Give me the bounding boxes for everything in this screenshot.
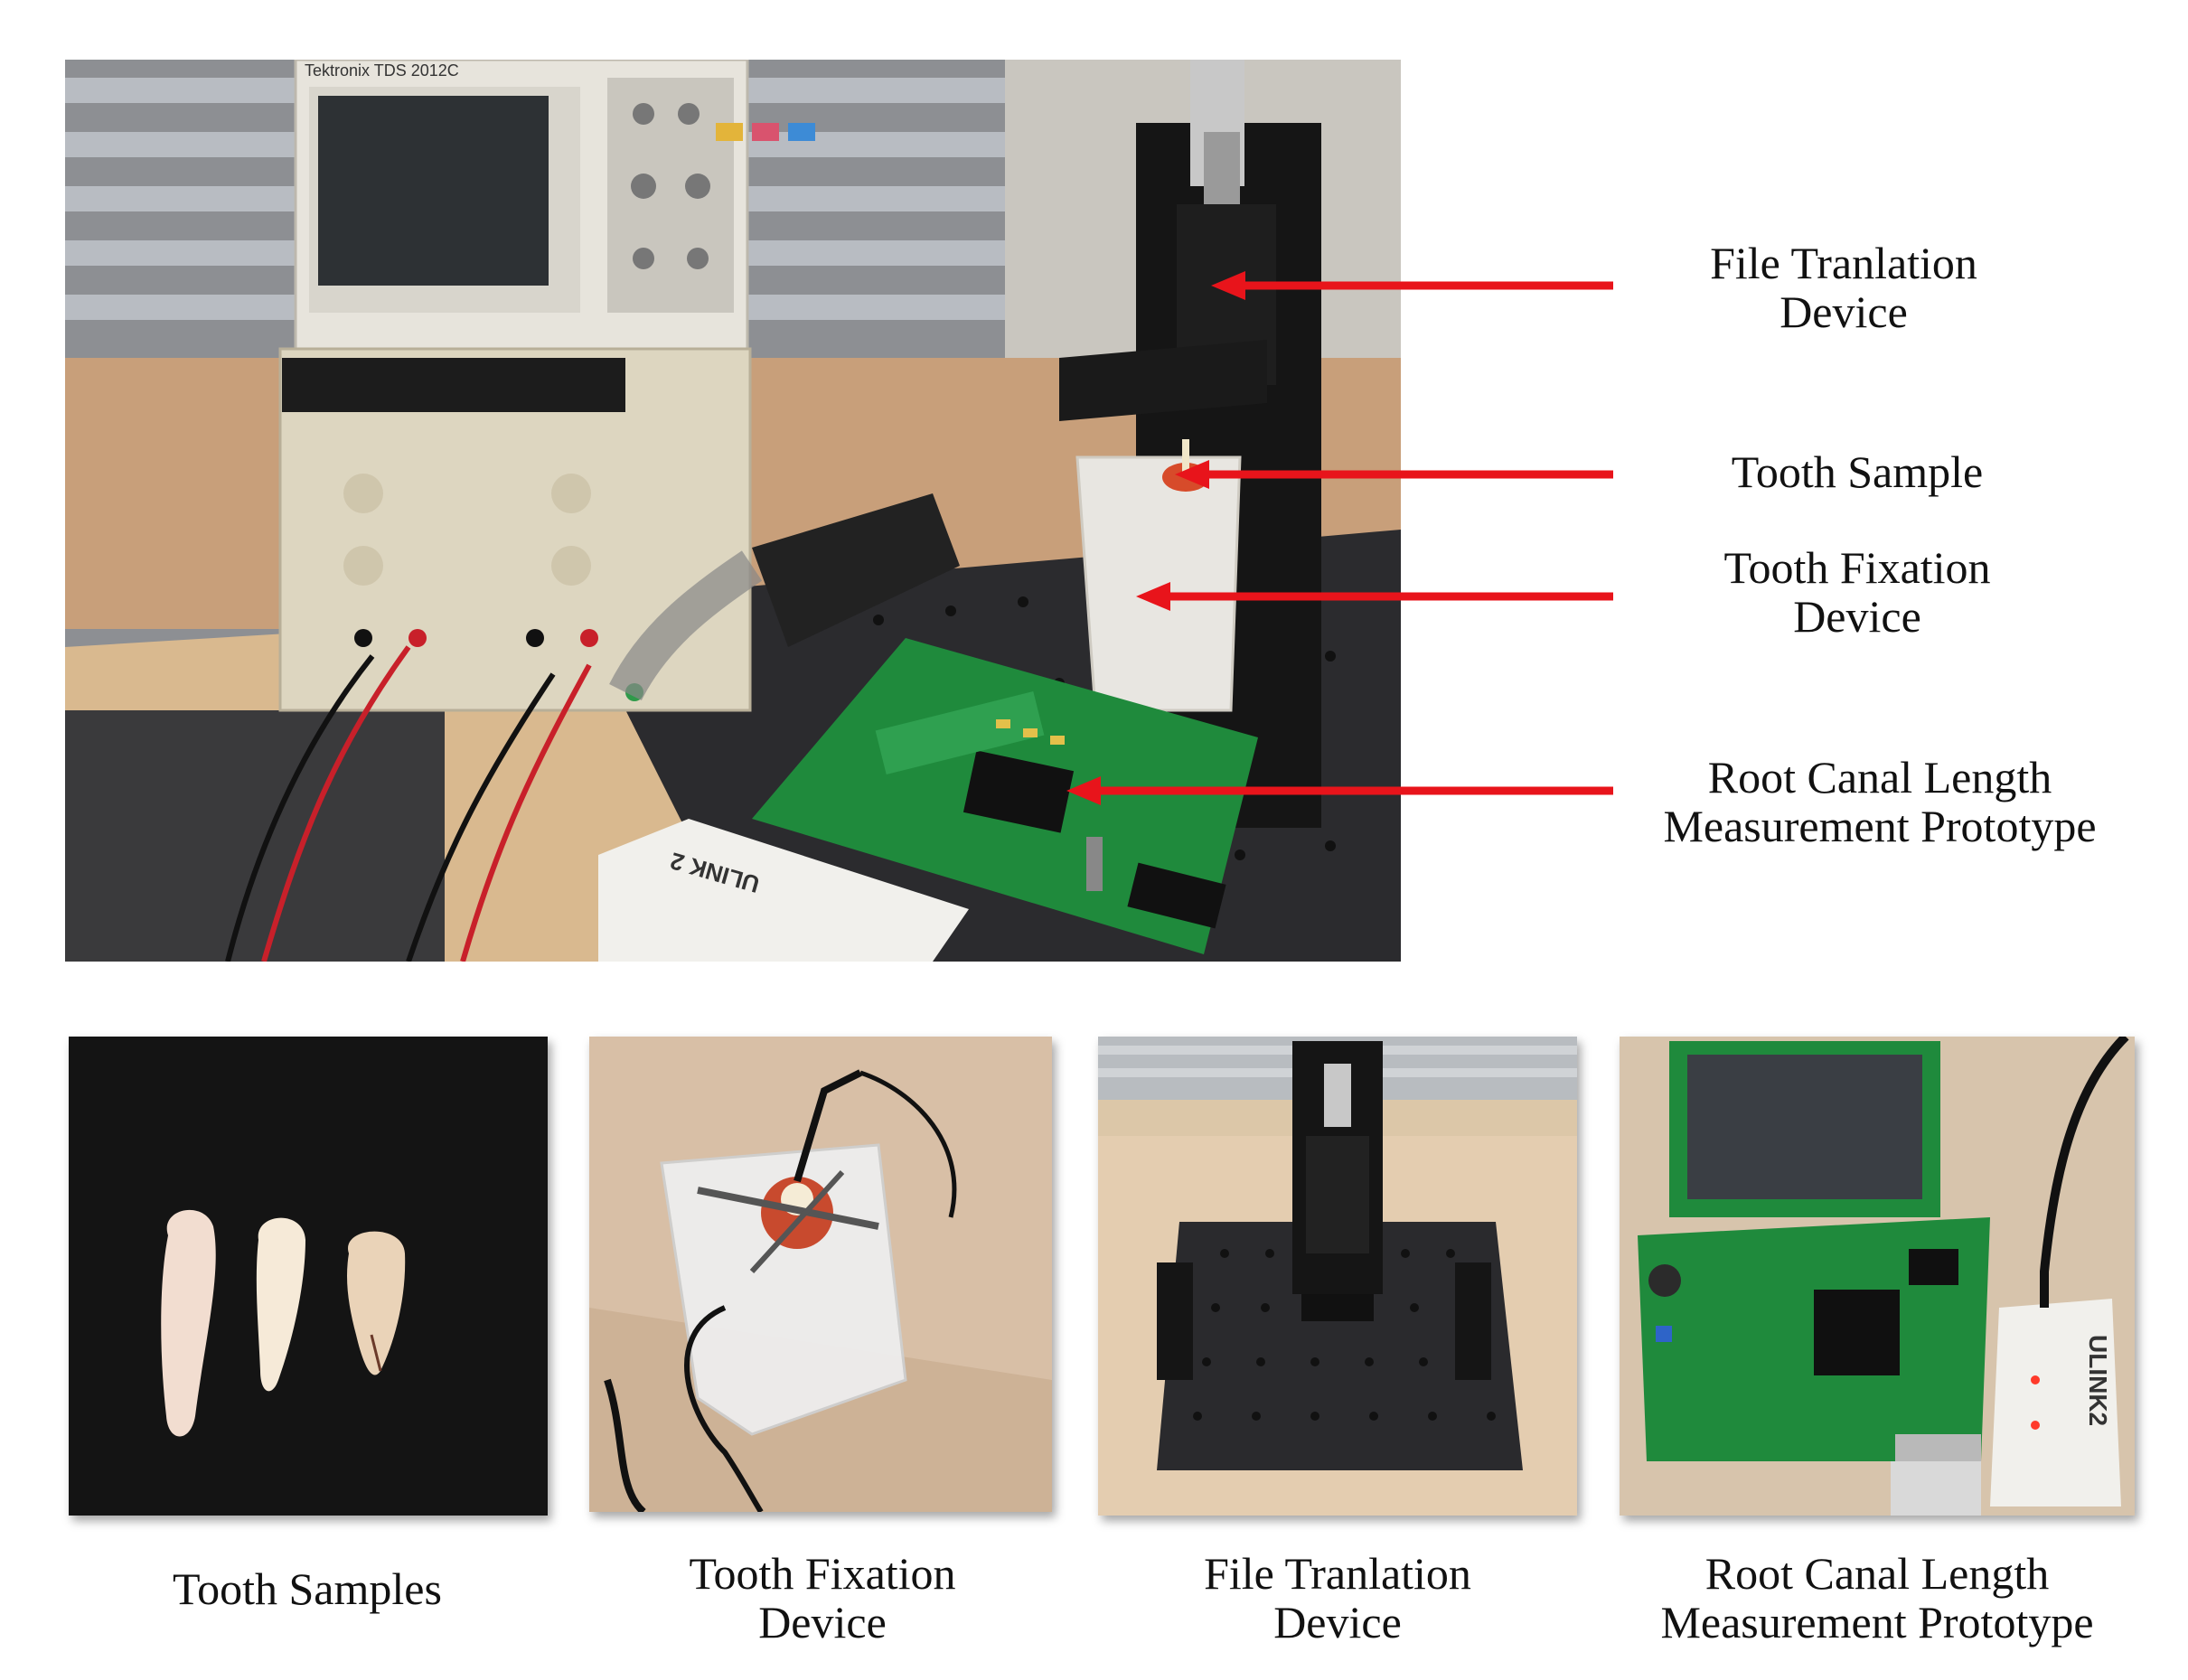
caption-file-translation: File Tranlation Device bbox=[1112, 1549, 1564, 1647]
label-file-translation-line2: Device bbox=[1780, 286, 1908, 337]
label-file-translation-line1: File Tranlation bbox=[1710, 238, 1977, 288]
label-prototype-line1: Root Canal Length bbox=[1707, 752, 2052, 802]
caption-prototype-line2: Measurement Prototype bbox=[1660, 1597, 2094, 1647]
tooth-fixation-photo bbox=[589, 1037, 1052, 1512]
caption-tooth-samples: Tooth Samples bbox=[81, 1564, 533, 1613]
caption-file-translation-line2: Device bbox=[1273, 1597, 1402, 1647]
label-prototype: Root Canal Length Measurement Prototype bbox=[1627, 753, 2133, 850]
arrow-file-translation bbox=[1211, 271, 1613, 300]
caption-prototype: Root Canal Length Measurement Prototype bbox=[1624, 1549, 2130, 1647]
label-tooth-fixation: Tooth Fixation Device bbox=[1663, 543, 2052, 641]
arrow-tooth-fixation bbox=[1136, 582, 1613, 611]
caption-tooth-fixation-line2: Device bbox=[758, 1597, 887, 1647]
label-file-translation: File Tranlation Device bbox=[1654, 239, 2033, 336]
label-tooth-sample: Tooth Sample bbox=[1663, 447, 2052, 496]
svg-text:ULINK2: ULINK2 bbox=[2084, 1335, 2112, 1426]
label-tooth-fixation-line2: Device bbox=[1793, 591, 1921, 642]
caption-prototype-line1: Root Canal Length bbox=[1704, 1548, 2050, 1599]
file-translation-photo bbox=[1098, 1037, 1577, 1516]
caption-file-translation-line1: File Tranlation bbox=[1204, 1548, 1471, 1599]
arrow-tooth-sample bbox=[1175, 460, 1613, 489]
label-tooth-sample-line1: Tooth Sample bbox=[1731, 446, 1984, 497]
prototype-photo: ULINK2 bbox=[1620, 1037, 2135, 1516]
label-prototype-line2: Measurement Prototype bbox=[1663, 801, 2097, 851]
caption-tooth-samples-line1: Tooth Samples bbox=[173, 1563, 442, 1614]
tooth-samples-photo bbox=[69, 1037, 548, 1516]
caption-tooth-fixation: Tooth Fixation Device bbox=[596, 1549, 1048, 1647]
label-tooth-fixation-line1: Tooth Fixation bbox=[1723, 542, 1991, 593]
arrow-prototype bbox=[1066, 776, 1613, 805]
main-setup-photo: Tektronix TDS 2012C bbox=[65, 60, 1401, 962]
caption-tooth-fixation-line1: Tooth Fixation bbox=[689, 1548, 956, 1599]
svg-text:Tektronix TDS 2012C: Tektronix TDS 2012C bbox=[305, 61, 459, 80]
